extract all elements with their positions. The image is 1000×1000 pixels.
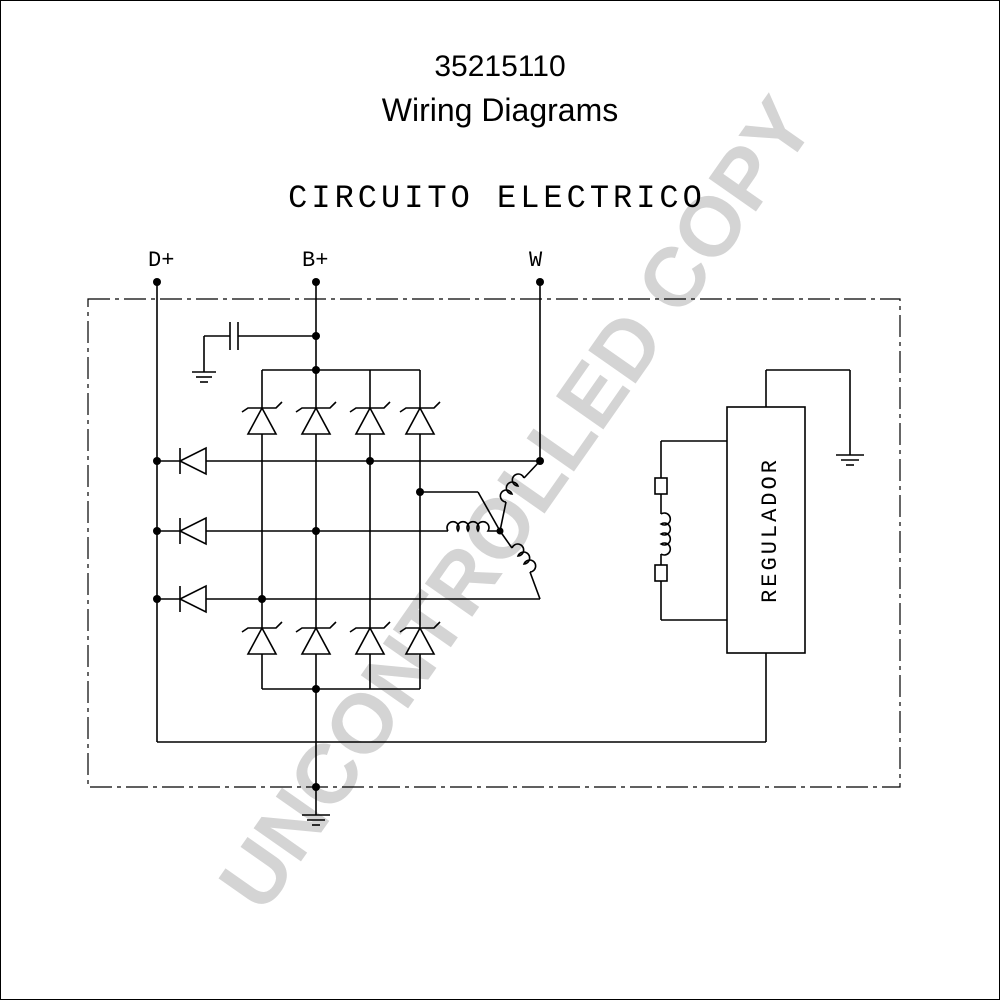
diagram-heading: CIRCUITO ELECTRICO bbox=[288, 180, 706, 217]
terminal-label-b-plus: B+ bbox=[302, 248, 328, 273]
page-subtitle: Wiring Diagrams bbox=[381, 92, 619, 128]
terminal-label-d-plus: D+ bbox=[148, 248, 174, 273]
regulator-label: REGULADOR bbox=[758, 457, 783, 603]
stator-windings bbox=[416, 460, 541, 600]
phase-line-2 bbox=[153, 516, 448, 546]
suppression-capacitor bbox=[192, 322, 320, 383]
phase-line-1 bbox=[153, 446, 544, 476]
terminal-label-w: W bbox=[529, 248, 543, 273]
rotor-field-winding bbox=[654, 440, 727, 621]
part-number-title: 35215110 bbox=[434, 50, 566, 83]
alternator-enclosure bbox=[87, 298, 901, 788]
lower-zener-diodes bbox=[241, 621, 441, 655]
main-ground bbox=[302, 783, 330, 826]
upper-zener-diodes bbox=[241, 401, 441, 435]
phase-line-3 bbox=[153, 584, 540, 614]
regulator-ground bbox=[765, 369, 864, 466]
